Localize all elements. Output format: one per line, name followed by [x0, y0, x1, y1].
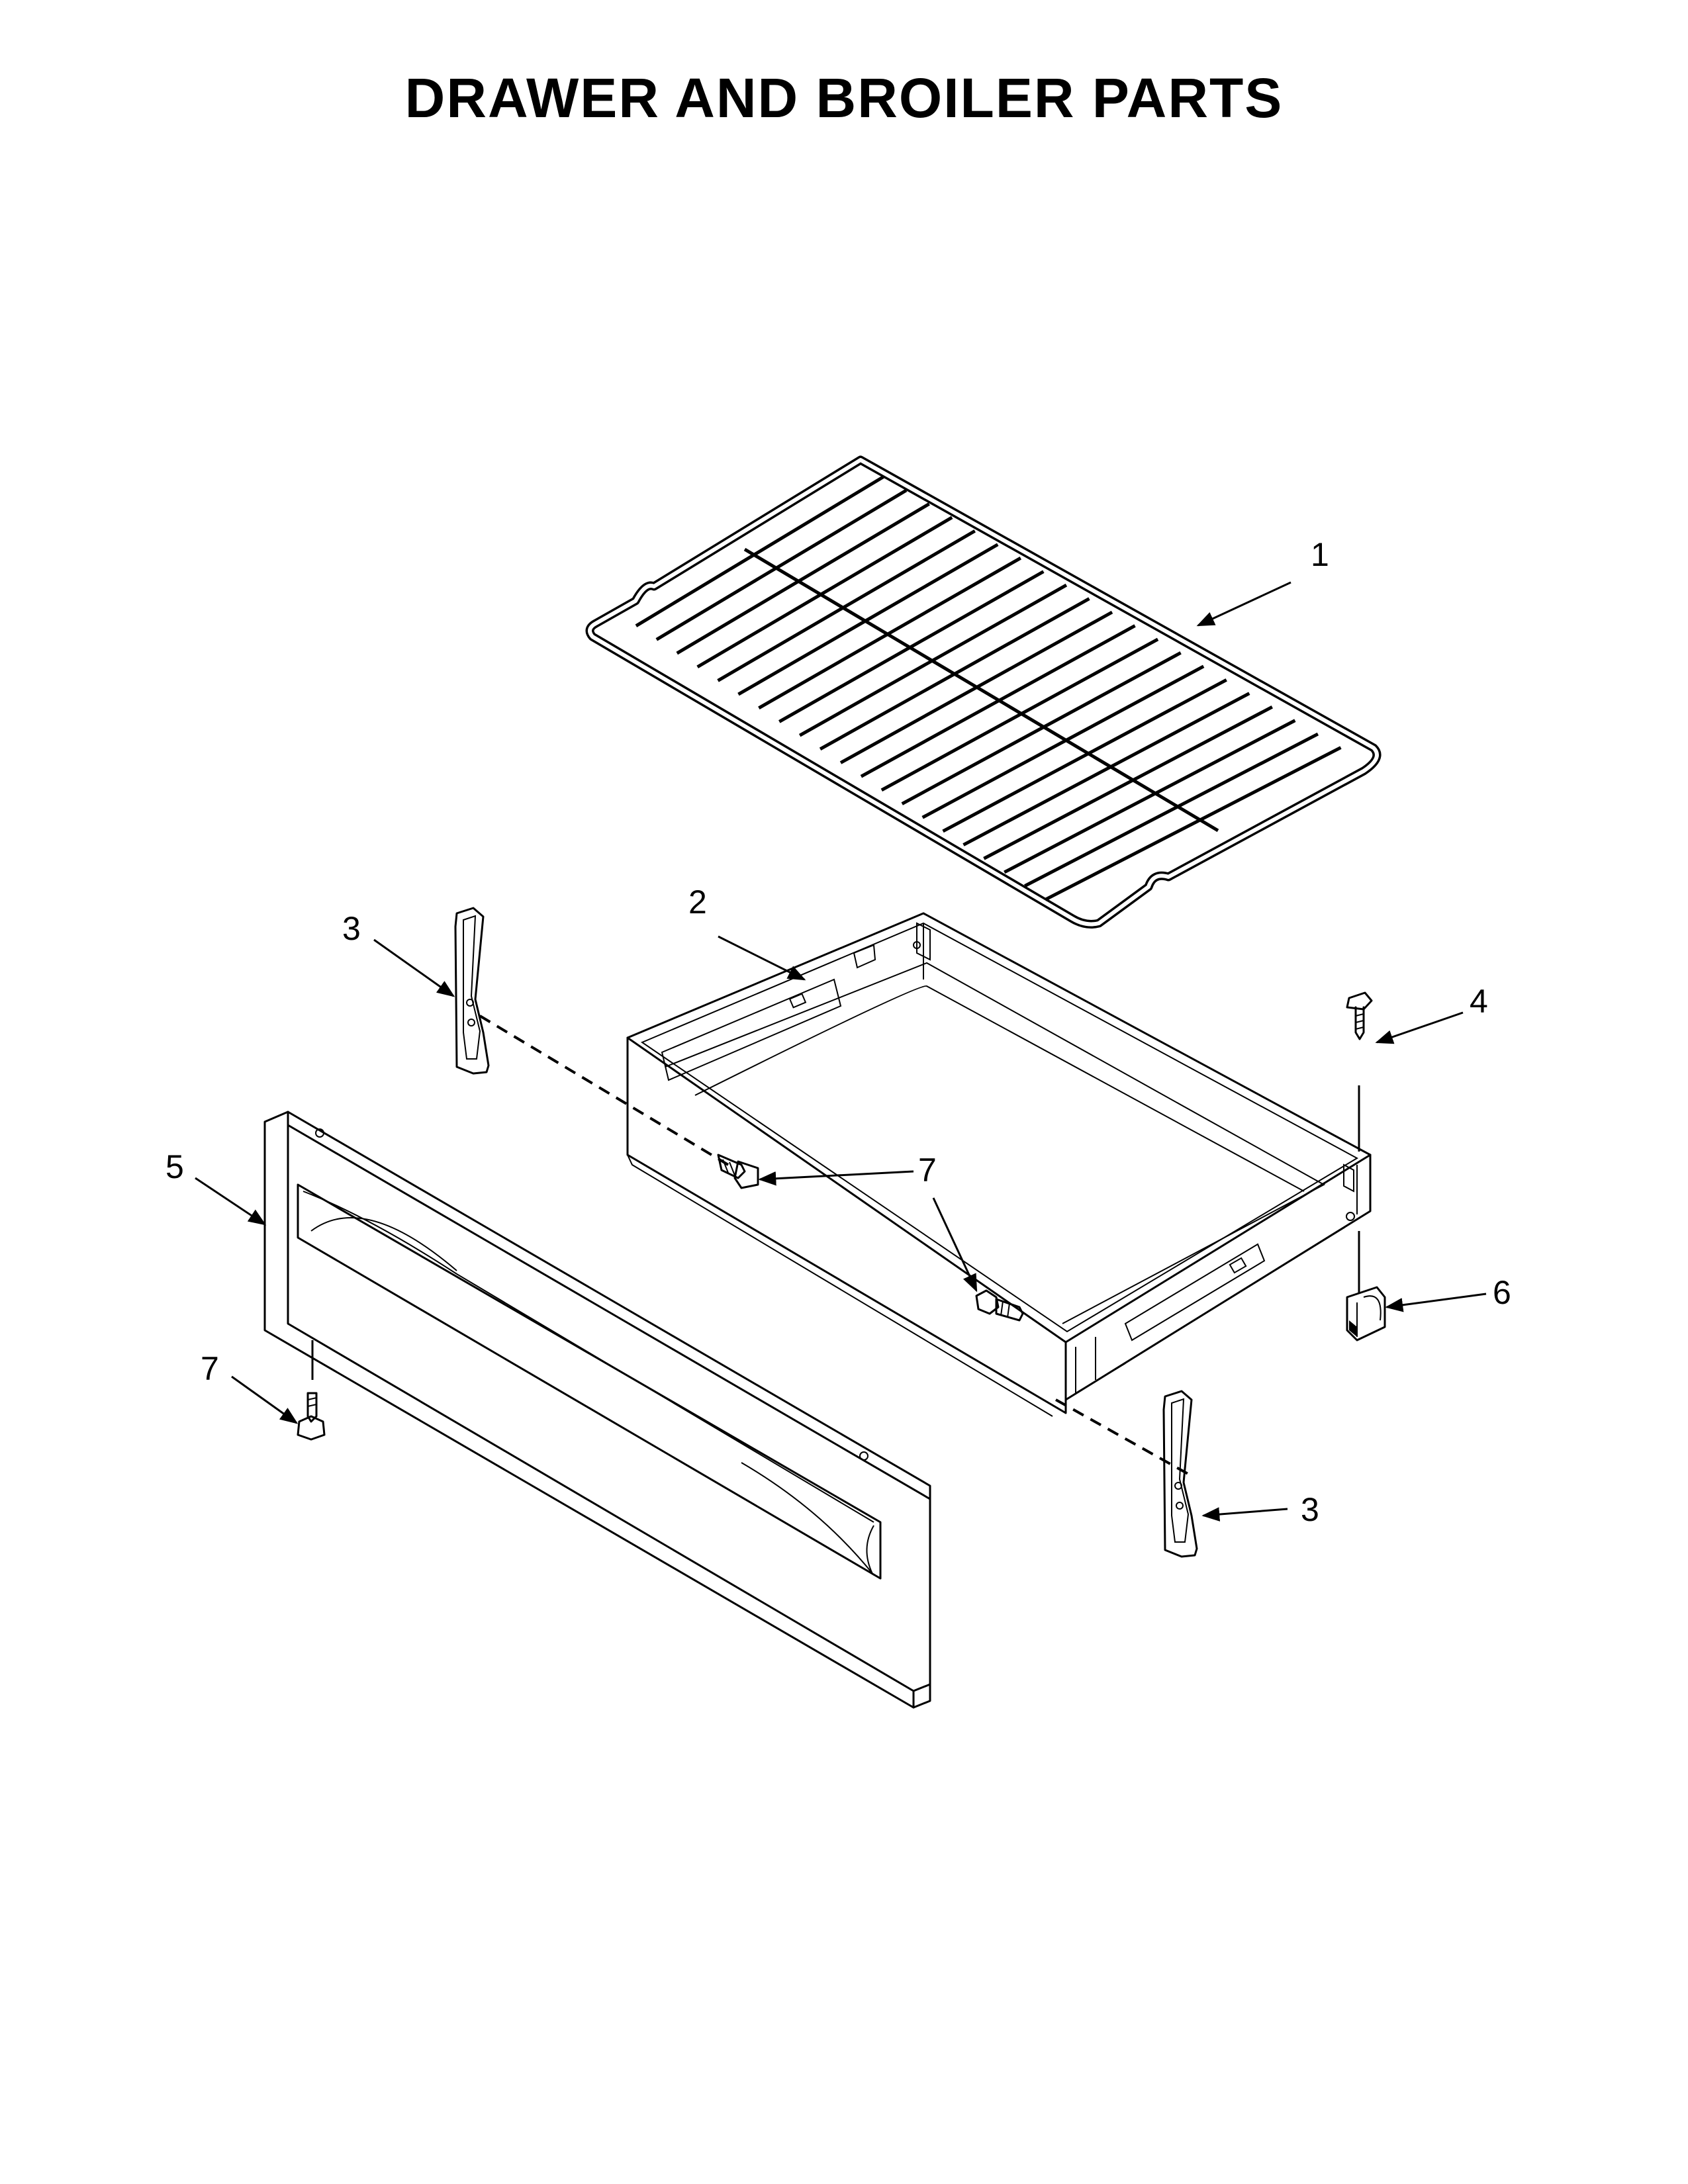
broiler-rack [585, 455, 1382, 929]
rack-wire [758, 557, 1022, 709]
alignment-line-right [1055, 1398, 1192, 1477]
drawer-slide-right [1162, 1390, 1198, 1558]
alignment-line-left [479, 1015, 729, 1166]
screw-top-right [1346, 991, 1373, 1040]
screw-panel-bottom [297, 1392, 326, 1441]
callout-5: 5 [165, 1148, 184, 1185]
drawer-slide-left [454, 907, 490, 1075]
rack-wire [655, 488, 908, 641]
rack-wire [1004, 719, 1296, 874]
leader-6 [1385, 1293, 1487, 1312]
rack-wire [635, 475, 884, 627]
drawer-clip [1346, 1286, 1386, 1342]
leader-7-center [758, 1170, 914, 1186]
rack-wire [921, 664, 1205, 819]
callout-1: 1 [1311, 536, 1329, 573]
drawer-front-panel [263, 1111, 931, 1709]
screw-drawer-center [975, 1289, 1024, 1322]
rack-wire [737, 543, 999, 696]
rack-wire [1044, 746, 1342, 901]
screw-drawer-left [717, 1154, 759, 1189]
leader-7-left [231, 1375, 299, 1424]
leader-2 [718, 935, 806, 981]
leader-7-lower [932, 1197, 978, 1293]
drawer-body [626, 912, 1372, 1417]
rack-wire [901, 651, 1182, 805]
leader-3-right [1201, 1507, 1288, 1522]
callout-7-center: 7 [918, 1152, 937, 1189]
leader-4 [1375, 1011, 1464, 1044]
leader-1 [1196, 581, 1291, 627]
rack-wire [1024, 732, 1319, 887]
callout-6: 6 [1493, 1274, 1511, 1311]
rack-wire [942, 678, 1227, 833]
leader-3-left [373, 938, 455, 997]
callout-2: 2 [688, 884, 707, 921]
rack-wire [962, 692, 1250, 846]
rack-wire [696, 516, 953, 668]
page-title: DRAWER AND BROILER PARTS [404, 67, 1284, 129]
rack-wire [880, 637, 1159, 792]
callout-3-right: 3 [1301, 1491, 1319, 1528]
callout-3-left: 3 [342, 910, 361, 947]
callout-4: 4 [1470, 983, 1488, 1020]
rack-wire [717, 529, 976, 682]
rack-wire [676, 502, 930, 655]
leader-5 [195, 1177, 267, 1226]
rack-wire [983, 705, 1273, 860]
callout-7-left: 7 [201, 1350, 219, 1387]
